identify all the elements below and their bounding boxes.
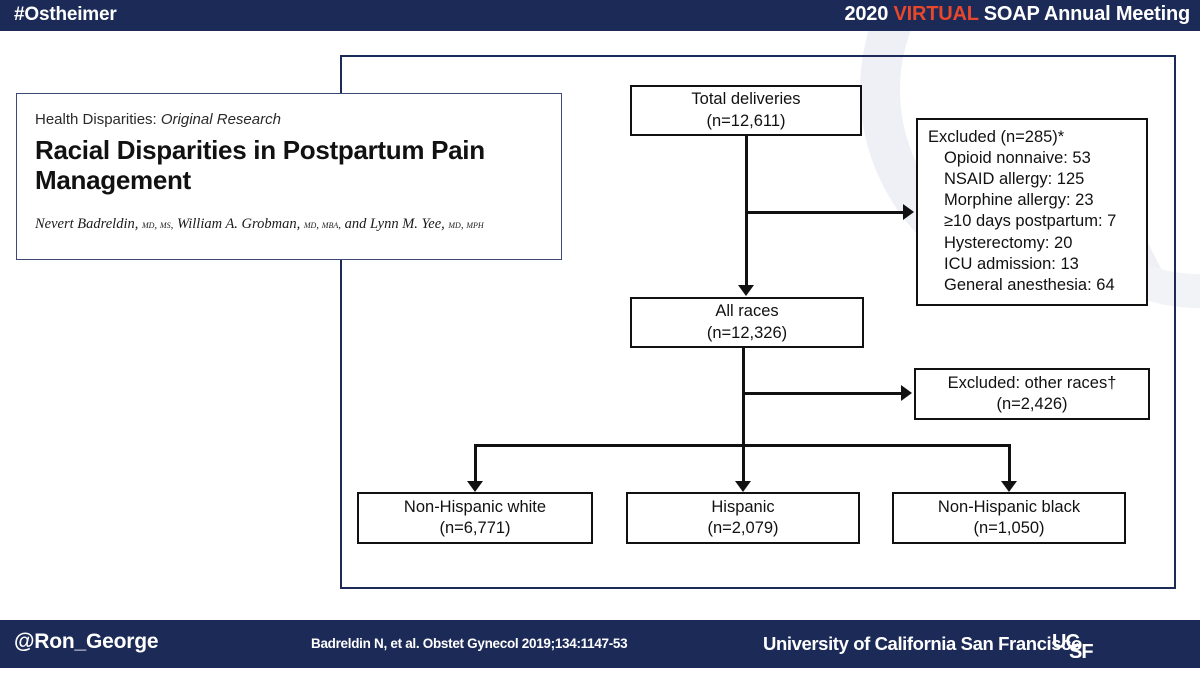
all-races-label: All races <box>715 302 779 321</box>
non-hispanic-black-count: (n=1,050) <box>973 519 1045 537</box>
flow-node-hispanic: Hispanic (n=2,079) <box>626 492 860 544</box>
excluded-heading: Excluded (n=285)* <box>928 128 1065 146</box>
total-deliveries-count: (n=12,611) <box>706 111 786 130</box>
excluded-item-morphine-allergy: Morphine allergy: 23 <box>944 191 1094 210</box>
article-title-card: Health Disparities: Original Research Ra… <box>16 93 562 260</box>
article-authors: Nevert Badreldin, MD, MS, William A. Gro… <box>35 216 550 233</box>
flow-node-non-hispanic-white: Non-Hispanic white (n=6,771) <box>357 492 593 544</box>
connector-total-to-excluded <box>745 211 903 214</box>
connector-drop-nhw <box>474 444 477 484</box>
flow-node-total-deliveries: Total deliveries (n=12,611) <box>630 85 862 136</box>
connector-race-split-bar <box>474 444 1011 447</box>
kicker-plain: Health Disparities: <box>35 111 161 128</box>
footer-citation: Badreldin N, et al. Obstet Gynecol 2019;… <box>311 636 628 651</box>
non-hispanic-black-label: Non-Hispanic black <box>937 497 1081 516</box>
all-races-count: (n=12,326) <box>706 323 788 342</box>
excluded-item-nsaid-allergy: NSAID allergy: 125 <box>944 170 1085 189</box>
diagram-frame <box>340 55 1176 589</box>
header-bar: #Ostheimer 2020 VIRTUAL SOAP Annual Meet… <box>0 0 1200 31</box>
arrowhead-allraces <box>738 285 754 296</box>
flow-node-excluded-criteria: Excluded (n=285)* Opioid nonnaive: 53 NS… <box>916 118 1148 306</box>
hispanic-label: Hispanic <box>711 497 775 516</box>
excluded-other-races-label: Excluded: other races† <box>947 373 1117 392</box>
total-deliveries-label: Total deliveries <box>691 90 801 109</box>
arrowhead-non-hispanic-white <box>467 481 483 492</box>
ucsf-logo-sf: SF <box>1069 641 1094 663</box>
arrowhead-hispanic <box>735 481 751 492</box>
excluded-item-opioid-nonnaive: Opioid nonnaive: 53 <box>944 149 1091 168</box>
header-year: 2020 <box>844 3 889 25</box>
header-hashtag: #Ostheimer <box>14 4 117 25</box>
author-3-degrees: MD, MPH <box>448 219 484 231</box>
excluded-item-icu-admission: ICU admission: 13 <box>944 254 1079 273</box>
non-hispanic-white-label: Non-Hispanic white <box>403 497 547 516</box>
flow-node-non-hispanic-black: Non-Hispanic black (n=1,050) <box>892 492 1126 544</box>
header-virtual-label: VIRTUAL <box>893 3 979 25</box>
flow-node-all-races: All races (n=12,326) <box>630 297 864 348</box>
author-1-degrees: MD, MS, <box>141 219 174 231</box>
excluded-item-hysterectomy: Hysterectomy: 20 <box>944 233 1073 252</box>
footer-twitter-handle: @Ron_George <box>14 630 159 653</box>
author-2-degrees: MD, MBA, <box>303 219 341 231</box>
author-2-name: William A. Grobman, <box>176 216 301 232</box>
article-title: Racial Disparities in Postpartum Pain Ma… <box>35 135 485 196</box>
hispanic-count: (n=2,079) <box>707 519 779 537</box>
author-1-name: Nevert Badreldin, <box>35 216 139 232</box>
arrowhead-non-hispanic-black <box>1001 481 1017 492</box>
header-meeting-title: 2020 VIRTUAL SOAP Annual Meeting <box>844 3 1190 26</box>
excluded-item-general-anesthesia: General anesthesia: 64 <box>944 275 1115 294</box>
connector-allraces-trunk <box>742 348 745 484</box>
footer-bar: @Ron_George Badreldin N, et al. Obstet G… <box>0 620 1200 668</box>
ucsf-logo: UC SF <box>1052 631 1114 663</box>
kicker-italic: Original Research <box>160 111 281 128</box>
excluded-item-days-postpartum: ≥10 days postpartum: 7 <box>944 212 1117 231</box>
author-3-name: and Lynn M. Yee, <box>344 216 445 232</box>
article-section-kicker: Health Disparities: Original Research <box>35 111 281 128</box>
ucsf-logo-uc: UC <box>1052 631 1080 653</box>
excluded-other-races-count: (n=2,426) <box>996 395 1068 413</box>
non-hispanic-white-count: (n=6,771) <box>439 519 511 537</box>
footer-university-name: University of California San Francisco <box>763 633 1082 654</box>
arrowhead-excluded <box>903 204 914 220</box>
header-meeting-name: SOAP Annual Meeting <box>983 3 1190 25</box>
flow-node-excluded-other-races: Excluded: other races† (n=2,426) <box>914 368 1150 420</box>
connector-drop-nhb <box>1008 444 1011 484</box>
connector-allraces-to-otherraces <box>742 392 902 395</box>
arrowhead-otherraces <box>901 385 912 401</box>
